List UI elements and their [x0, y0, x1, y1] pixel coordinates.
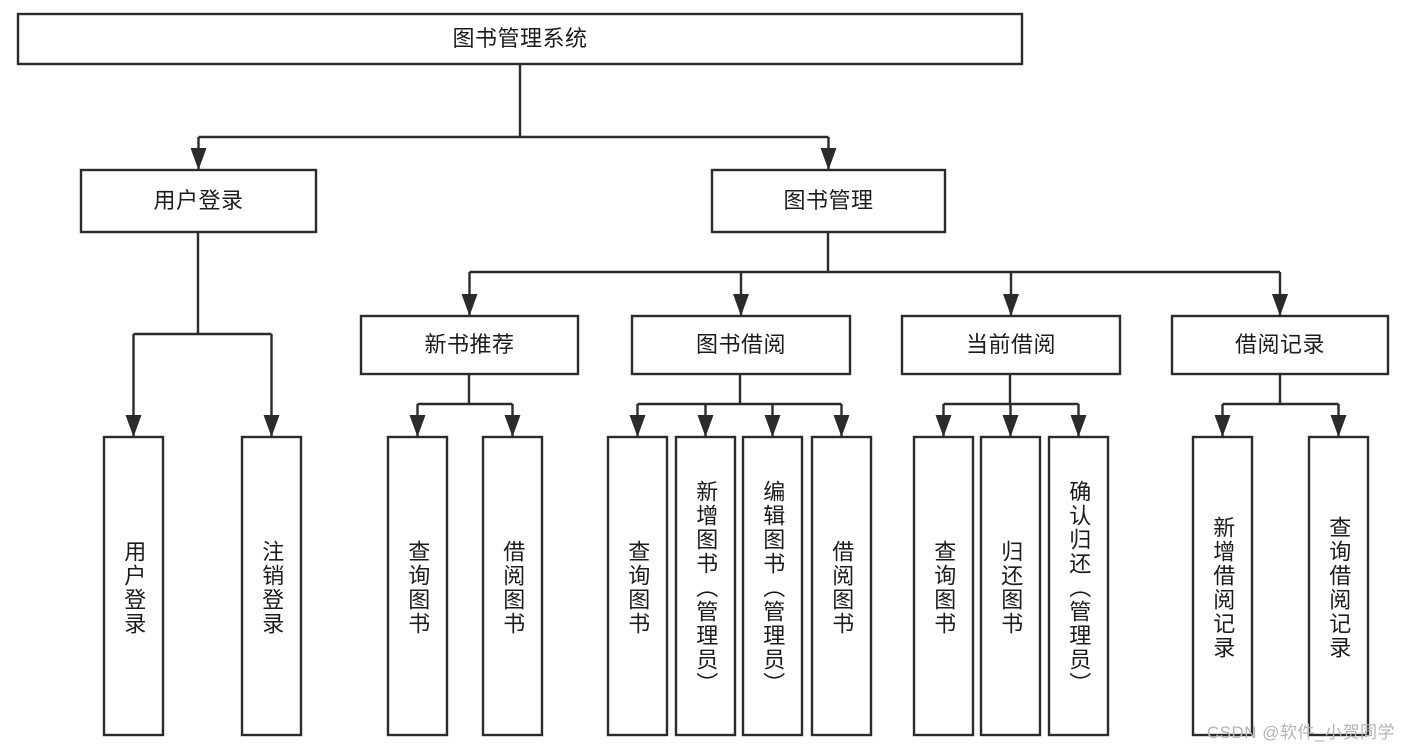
node-box-user-login[interactable] — [79, 168, 318, 234]
connector-arrowhead — [504, 415, 521, 437]
node-box-leaf-logout[interactable] — [240, 435, 303, 737]
node-box-borrow-record[interactable] — [1170, 314, 1390, 376]
connector-arrowhead — [629, 415, 646, 437]
node-box-leaf-query-book[interactable] — [606, 435, 669, 737]
node-box-root[interactable] — [16, 12, 1024, 66]
node-box-book-manage[interactable] — [710, 168, 947, 234]
boxes-layer — [16, 12, 1390, 737]
node-box-new-book-rec[interactable] — [359, 314, 580, 376]
node-box-leaf-query-book-rec[interactable] — [386, 435, 449, 737]
connector-arrowhead — [833, 415, 850, 437]
connector-arrowhead — [1272, 294, 1288, 316]
node-box-current-borrow[interactable] — [900, 314, 1122, 376]
node-box-leaf-add-book[interactable] — [674, 435, 737, 737]
connector-arrowhead — [125, 415, 142, 437]
node-box-leaf-return-book[interactable] — [979, 435, 1042, 737]
node-box-leaf-borrow-book-rec[interactable] — [481, 435, 544, 737]
connector-arrowhead — [1070, 415, 1087, 437]
node-box-leaf-query-record[interactable] — [1307, 435, 1370, 737]
watermark-text: CSDN @软件_小贺同学 — [1206, 723, 1395, 742]
connector-arrowhead — [1003, 294, 1019, 316]
connector-arrowhead — [733, 294, 749, 316]
connector-arrowhead — [1002, 415, 1019, 437]
connector-arrowhead — [190, 148, 207, 170]
connector-arrowhead — [935, 415, 952, 437]
node-box-leaf-edit-book[interactable] — [741, 435, 804, 737]
edges-layer — [125, 64, 1347, 437]
connector-arrowhead — [461, 294, 478, 316]
node-box-leaf-query-book-cur[interactable] — [912, 435, 975, 737]
connector-arrowhead — [764, 415, 781, 437]
connector-arrowhead — [820, 148, 837, 170]
node-box-leaf-user-login[interactable] — [102, 435, 165, 737]
connector-arrowhead — [1214, 415, 1231, 437]
connector-arrowhead — [1330, 415, 1347, 437]
node-box-leaf-add-record[interactable] — [1191, 435, 1254, 737]
node-box-book-borrow[interactable] — [630, 314, 852, 376]
node-box-leaf-confirm-return[interactable] — [1047, 435, 1110, 737]
connector-arrowhead — [409, 415, 426, 437]
node-box-leaf-borrow-book[interactable] — [810, 435, 873, 737]
connector-arrowhead — [697, 415, 714, 437]
connector-arrowhead — [263, 415, 280, 437]
